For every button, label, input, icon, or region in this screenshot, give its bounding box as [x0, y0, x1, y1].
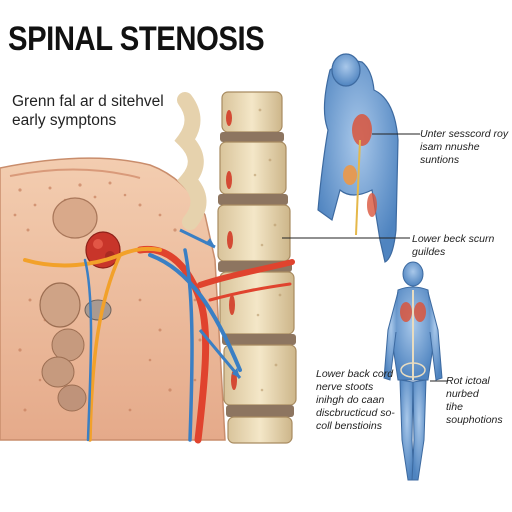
torso-figure	[317, 53, 399, 263]
label-upper-right: Unter sesscord roy isam nnushe suntions	[420, 128, 509, 166]
label-lower-left: Lower back cord nerve stoots inihgh do c…	[316, 368, 395, 432]
spine	[174, 91, 297, 444]
vessels-and-nerves	[23, 245, 295, 444]
leader-lines	[282, 133, 448, 382]
page-title: SPINAL STENOSIS	[8, 20, 265, 58]
label-lower-right: Rot ictoal nurbed tihe souphotions	[446, 375, 503, 426]
pointer-arrows	[179, 228, 242, 379]
subtitle: Grenn fal ar d sitehvel early symptons	[12, 93, 164, 129]
label-middle-right: Lower beck scurn guildes	[412, 233, 495, 258]
skeleton-figure	[383, 261, 443, 481]
